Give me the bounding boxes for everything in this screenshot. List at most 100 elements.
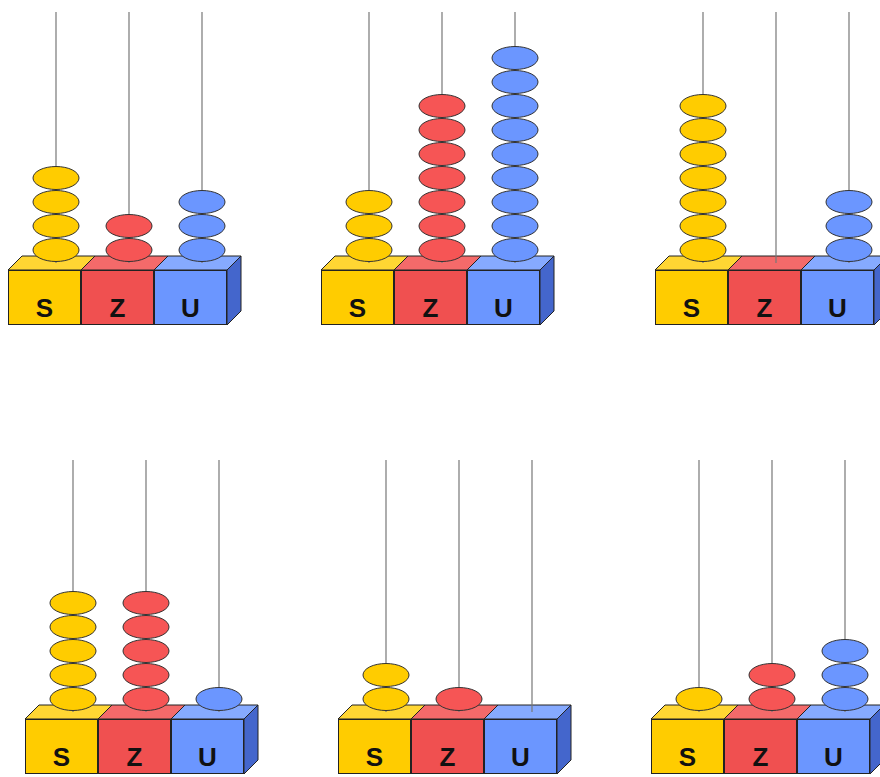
abacus-bead — [363, 688, 409, 711]
place-value-cube: U — [171, 719, 244, 774]
abacus-bead — [50, 664, 96, 687]
abacus-bead — [822, 688, 868, 711]
place-label: Z — [423, 295, 439, 324]
place-label: S — [349, 295, 366, 324]
abacus-bead — [50, 688, 96, 711]
abacus-bead — [680, 191, 726, 214]
abacus-bead — [680, 119, 726, 142]
place-label: S — [683, 295, 700, 324]
abacus-bead — [680, 143, 726, 166]
abacus-bead — [419, 143, 465, 166]
abacus-bead — [196, 688, 242, 711]
place-label: U — [494, 295, 513, 324]
place-value-cube: S — [655, 270, 728, 325]
abacus-rod — [458, 460, 459, 712]
place-label: Z — [440, 744, 456, 773]
abacus-bead — [492, 239, 538, 262]
abacus-rod — [698, 460, 699, 712]
abacus-bead — [106, 215, 152, 238]
abacus — [651, 460, 880, 774]
place-value-cube: S — [651, 719, 724, 774]
abacus-bead — [492, 119, 538, 142]
abacus-bead — [33, 215, 79, 238]
abacus-bead — [492, 191, 538, 214]
abacus-bead — [419, 95, 465, 118]
place-value-cube: Z — [81, 270, 154, 325]
place-value-cube: Z — [724, 719, 797, 774]
abacus-bead — [680, 239, 726, 262]
place-value-cube: Z — [98, 719, 171, 774]
abacus-bead — [33, 191, 79, 214]
place-label: U — [181, 295, 200, 324]
abacus-bead — [492, 167, 538, 190]
abacus — [321, 12, 554, 325]
place-label: S — [36, 295, 53, 324]
place-value-cube: Z — [411, 719, 484, 774]
place-label: U — [824, 744, 843, 773]
abacus-bead — [123, 664, 169, 687]
abacus-bead — [106, 239, 152, 262]
abacus-bead — [123, 688, 169, 711]
abacus-bead — [492, 143, 538, 166]
abacus-bead — [436, 688, 482, 711]
abacus-bead — [50, 616, 96, 639]
place-value-cube: S — [25, 719, 98, 774]
abacus-bead — [179, 191, 225, 214]
abacus-bead — [50, 640, 96, 663]
abacus-bead — [492, 215, 538, 238]
cube-side-face — [540, 256, 554, 325]
abacus-bead — [492, 71, 538, 94]
abacus-bead — [680, 215, 726, 238]
abacus-bead — [492, 47, 538, 70]
abacus — [338, 460, 571, 774]
abacus-bead — [492, 95, 538, 118]
abacus-bead — [419, 167, 465, 190]
place-value-cube: S — [8, 270, 81, 325]
cube-side-face — [227, 256, 241, 325]
abacus-bead — [363, 664, 409, 687]
place-value-cube: Z — [728, 270, 801, 325]
abacus-bead — [680, 95, 726, 118]
abacus-bead — [346, 215, 392, 238]
abacus-bead — [50, 592, 96, 615]
cube-top-face — [484, 705, 571, 719]
abacus-bead — [123, 592, 169, 615]
abacus-bead — [419, 191, 465, 214]
abacus-bead — [346, 191, 392, 214]
place-label: U — [198, 744, 217, 773]
cube-side-face — [244, 705, 258, 774]
abacus — [8, 12, 241, 325]
cube-side-face — [557, 705, 571, 774]
abacus-bead — [419, 119, 465, 142]
abacus-rod — [218, 460, 219, 712]
place-label: S — [53, 744, 70, 773]
abacus-bead — [826, 239, 872, 262]
abacus — [655, 12, 880, 325]
place-value-cube: U — [484, 719, 557, 774]
place-value-cube: S — [338, 719, 411, 774]
cube-side-face — [870, 705, 880, 774]
cube-side-face — [874, 256, 880, 325]
place-label: Z — [753, 744, 769, 773]
abacus-bead — [179, 239, 225, 262]
place-label: Z — [127, 744, 143, 773]
place-value-cube: U — [801, 270, 874, 325]
abacus-bead — [826, 191, 872, 214]
abacus-bead — [822, 640, 868, 663]
abacus-bead — [33, 167, 79, 190]
abacus-rod — [775, 12, 776, 263]
place-label: S — [366, 744, 383, 773]
place-label: Z — [757, 295, 773, 324]
abacus-bead — [676, 688, 722, 711]
cube-top-face — [728, 256, 815, 270]
place-value-cube: U — [154, 270, 227, 325]
abacus-rod — [531, 460, 532, 712]
place-value-cube: U — [797, 719, 870, 774]
place-value-cube: S — [321, 270, 394, 325]
abacus-bead — [419, 239, 465, 262]
place-value-cube: U — [467, 270, 540, 325]
abacus-bead — [33, 239, 79, 262]
